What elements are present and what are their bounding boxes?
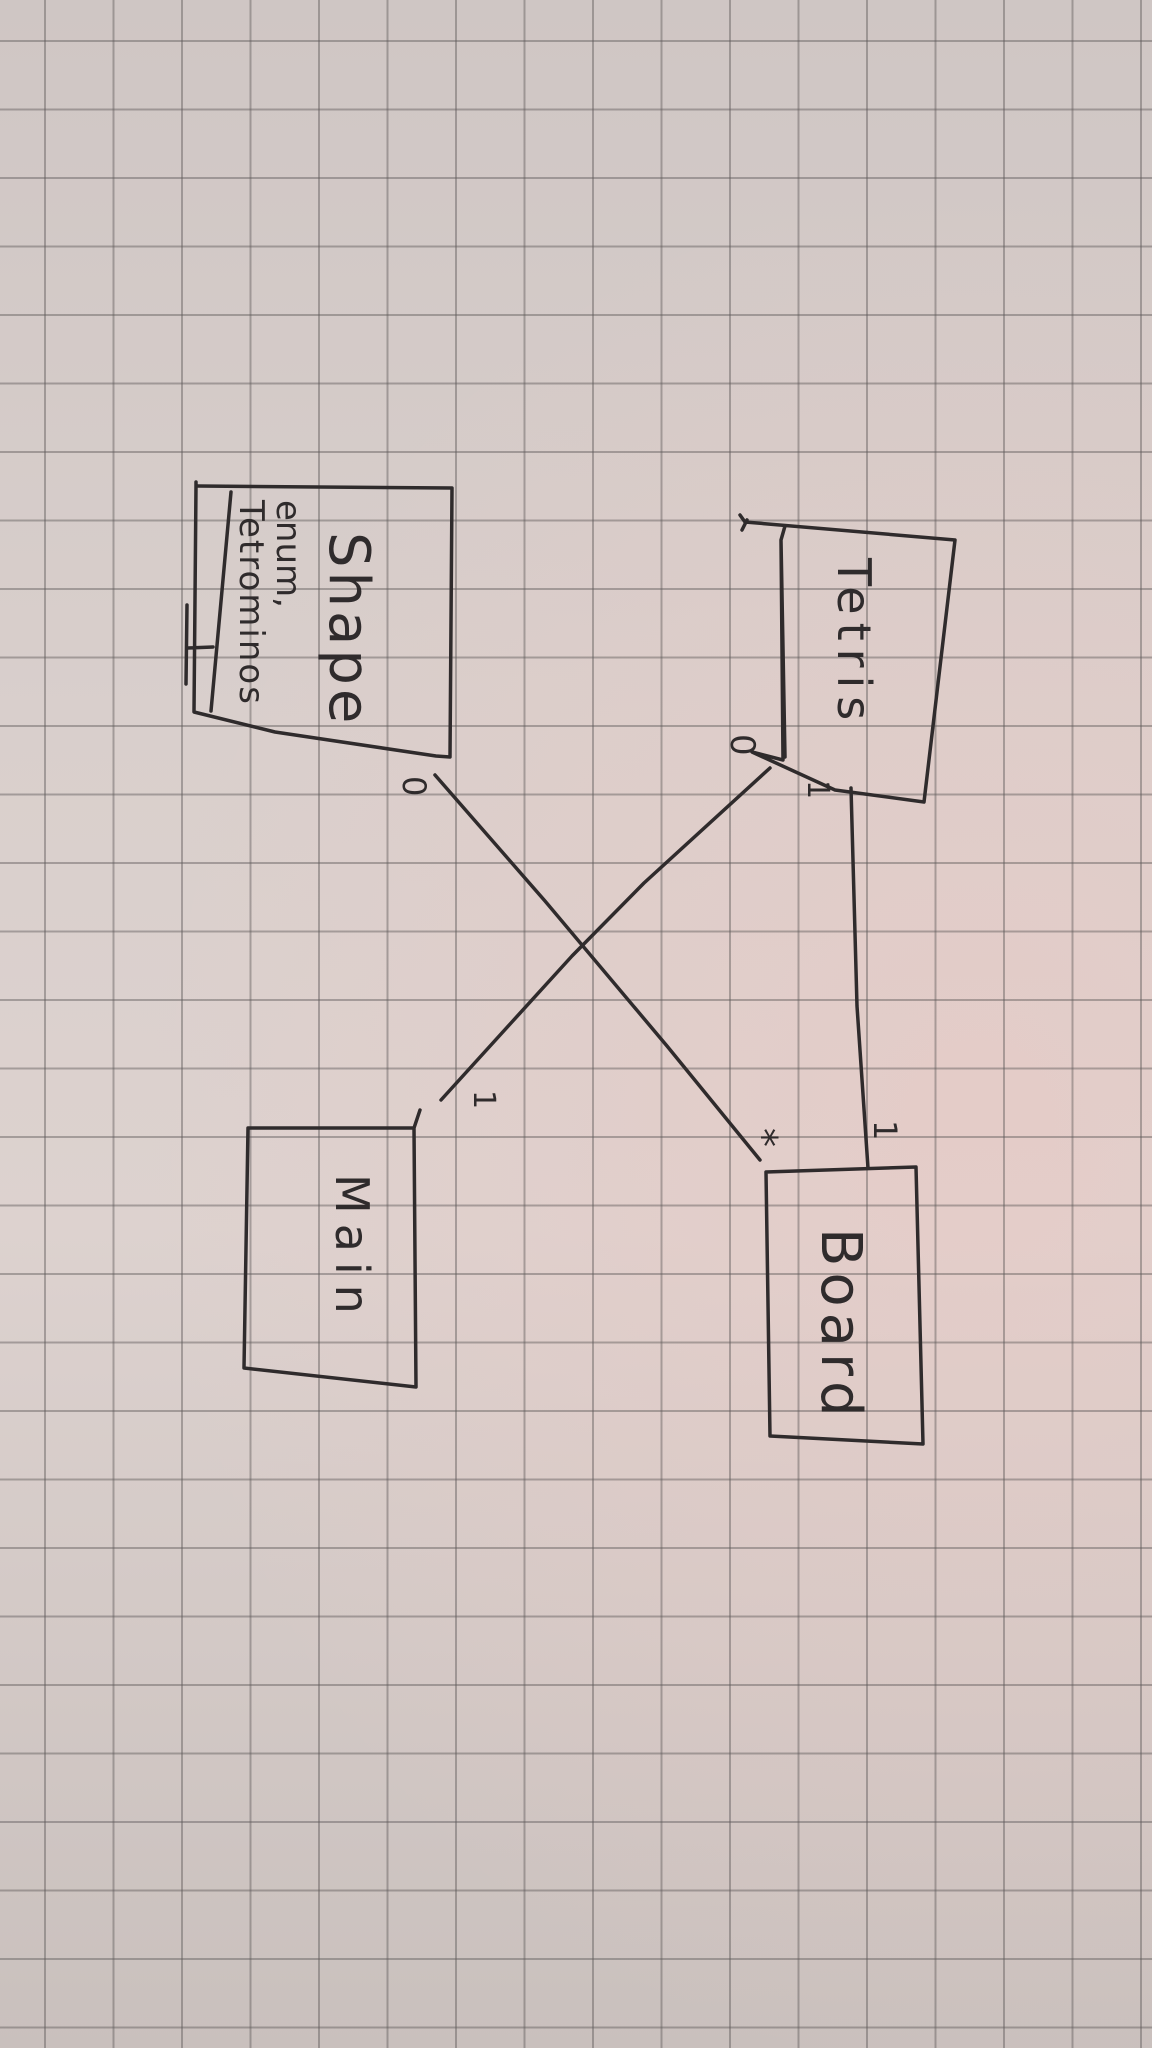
shape-note-enum: enum, xyxy=(268,500,308,608)
association-tetris-board xyxy=(849,786,870,1170)
multiplicity-shape-board-at-shape: 0 xyxy=(395,776,433,796)
multiplicity-shape-board-at-board: * xyxy=(741,1128,785,1147)
tetris-class-box xyxy=(738,513,957,804)
main-class: Main xyxy=(242,1108,422,1389)
association-tetris-main xyxy=(439,766,772,1102)
multiplicity-tetris-board-at-board: 1 xyxy=(866,1120,904,1144)
association-shape-board xyxy=(433,773,762,1162)
main-class-box xyxy=(242,1108,422,1389)
multiplicity-tetris-main-at-main: 1 xyxy=(466,1090,501,1109)
multiplicity-tetris-main-at-tetris: 0 xyxy=(722,734,762,756)
main-class-name: Main xyxy=(325,1174,379,1324)
board-class-box xyxy=(764,1165,925,1446)
shape-class-box xyxy=(184,480,454,759)
board-class: Board xyxy=(764,1165,925,1446)
shape-class: Shape enum, Tetrominos xyxy=(184,480,454,759)
tetris-class-name: Tetris xyxy=(827,557,881,728)
multiplicity-tetris-board-at-tetris: 1 xyxy=(800,780,835,799)
shape-class-name: Shape xyxy=(316,532,381,727)
shape-note-tetrominos: Tetrominos xyxy=(231,499,271,706)
board-class-name: Board xyxy=(808,1228,873,1423)
tetris-class: Tetris xyxy=(738,513,957,804)
